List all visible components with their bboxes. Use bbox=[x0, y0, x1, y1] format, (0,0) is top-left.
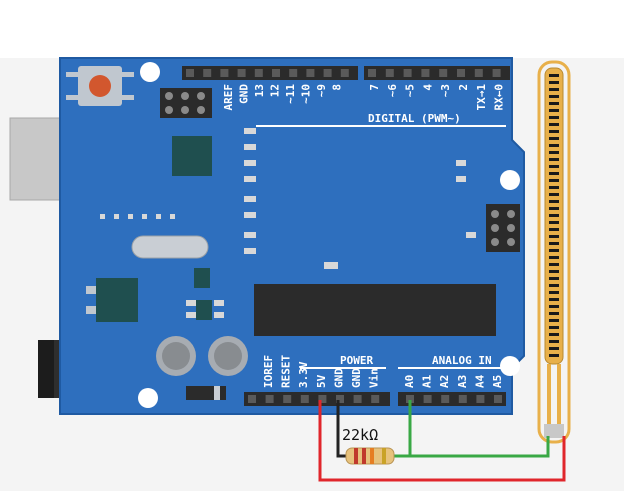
pin-label: GND bbox=[332, 368, 345, 388]
voltage-regulator bbox=[96, 278, 138, 322]
wire-a0-sensor bbox=[410, 436, 550, 458]
icsp-header-top bbox=[160, 88, 212, 118]
dc-jack-front bbox=[38, 340, 54, 398]
smd-chip bbox=[194, 268, 210, 288]
header-pin bbox=[441, 395, 450, 403]
pin-label: 12 bbox=[269, 84, 282, 97]
header-pin bbox=[254, 69, 263, 77]
header-pin bbox=[283, 395, 292, 403]
header-pin bbox=[289, 69, 298, 77]
pin-label: ~3 bbox=[439, 84, 452, 97]
pin-label: 5V bbox=[315, 374, 328, 388]
header-pin bbox=[353, 395, 362, 403]
header-pin bbox=[186, 69, 194, 77]
pin-label: 2 bbox=[457, 84, 470, 91]
header-pin bbox=[423, 395, 432, 403]
header-pin bbox=[421, 69, 430, 77]
header-pin bbox=[439, 69, 448, 77]
mount-hole bbox=[500, 170, 520, 190]
header-pin bbox=[457, 69, 465, 77]
header-pin bbox=[385, 69, 394, 77]
pin-label: TX→1 bbox=[475, 84, 488, 111]
pin-label: AREF bbox=[222, 84, 235, 111]
atmega-chip bbox=[254, 284, 496, 336]
header-pin bbox=[300, 395, 309, 403]
header-pin bbox=[248, 395, 256, 403]
pin-label: Vin bbox=[368, 368, 381, 388]
header-pin bbox=[340, 69, 349, 77]
pin-label: ~11 bbox=[284, 84, 297, 104]
analog-title: ANALOG IN bbox=[432, 354, 492, 367]
resistor-label: 22kΩ bbox=[342, 426, 378, 444]
pin-label: 8 bbox=[331, 84, 344, 91]
power-header bbox=[244, 392, 390, 406]
capacitor bbox=[208, 336, 248, 376]
pin-label: A5 bbox=[491, 375, 504, 388]
crystal bbox=[131, 235, 209, 259]
pin-label: RX←0 bbox=[493, 84, 506, 111]
mount-hole bbox=[138, 388, 158, 408]
icsp-header-right bbox=[486, 204, 520, 252]
pin-label: ~10 bbox=[300, 84, 313, 104]
pin-label: 7 bbox=[368, 84, 381, 91]
power-title: POWER bbox=[340, 354, 373, 367]
wire-5v bbox=[318, 400, 566, 482]
pin-label: 3.3V bbox=[297, 361, 310, 388]
header-pin bbox=[492, 69, 501, 77]
header-pin bbox=[272, 69, 280, 77]
pin-label: A3 bbox=[456, 375, 469, 388]
pin-label: A4 bbox=[473, 374, 486, 388]
digital-right-labels: 7 ~6 ~5 4 ~3 2 TX→1 RX←0 bbox=[368, 84, 506, 111]
wire-gnd bbox=[336, 400, 348, 458]
pin-label: 4 bbox=[421, 84, 434, 91]
header-pin bbox=[323, 69, 332, 77]
analog-labels: A0 A1 A2 A3 A4 A5 bbox=[403, 374, 504, 388]
header-pin bbox=[265, 395, 274, 403]
pin-label: A1 bbox=[421, 374, 434, 388]
header-pin bbox=[336, 395, 344, 403]
smd-chip bbox=[196, 300, 212, 320]
pin-label: A2 bbox=[438, 375, 451, 388]
header-pin bbox=[368, 69, 376, 77]
pin-label: RESET bbox=[280, 355, 293, 388]
analog-header bbox=[398, 392, 506, 406]
pin-label: A0 bbox=[403, 375, 416, 388]
smd-components bbox=[100, 128, 476, 318]
header-pin bbox=[476, 395, 485, 403]
pin-label: ~5 bbox=[404, 84, 417, 97]
mount-hole bbox=[500, 356, 520, 376]
header-pin bbox=[494, 395, 502, 403]
header-pin bbox=[237, 69, 246, 77]
bottom-pins bbox=[248, 395, 502, 403]
flex-sensor bbox=[537, 60, 571, 444]
header-pin bbox=[458, 395, 467, 403]
resistor bbox=[345, 447, 395, 465]
digital-header-right bbox=[364, 66, 510, 80]
header-pin bbox=[203, 69, 212, 77]
header-pin bbox=[220, 69, 229, 77]
pin-label: GND bbox=[238, 84, 251, 104]
pin-label: IOREF bbox=[262, 355, 275, 388]
header-pin bbox=[474, 69, 483, 77]
capacitor bbox=[156, 336, 196, 376]
pin-label: ~9 bbox=[315, 84, 328, 97]
usb-chip bbox=[172, 136, 212, 176]
reset-button-cap bbox=[89, 75, 111, 97]
header-pin bbox=[406, 395, 414, 403]
mount-hole bbox=[140, 62, 160, 82]
digital-title: DIGITAL (PWM~) bbox=[368, 112, 461, 125]
header-pin bbox=[318, 395, 327, 403]
header-pin bbox=[403, 69, 412, 77]
pin-label: 13 bbox=[253, 84, 266, 97]
header-pin bbox=[371, 395, 380, 403]
pin-label: GND bbox=[350, 368, 363, 388]
digital-pins bbox=[186, 69, 501, 77]
header-pin bbox=[306, 69, 315, 77]
pin-label: ~6 bbox=[386, 84, 399, 98]
